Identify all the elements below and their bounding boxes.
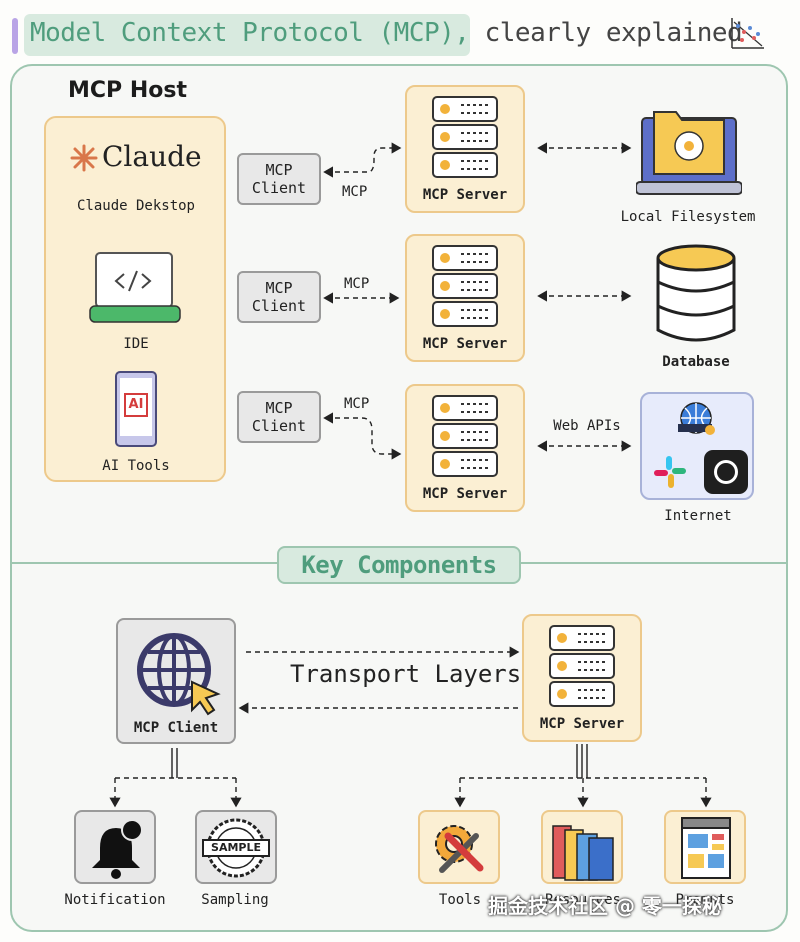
mcp-server-1: MCP Server — [405, 85, 525, 213]
document-icon — [681, 817, 731, 879]
server-label-3: MCP Server — [422, 486, 508, 502]
title-sub: clearly explained — [469, 18, 743, 48]
web-apis-label: Web APIs — [553, 418, 621, 434]
key-components-label: Key Components — [301, 551, 497, 579]
title-highlight — [24, 14, 470, 56]
mcp-client-3: MCP Client — [237, 391, 321, 443]
server-rack-icon — [432, 395, 498, 477]
mcp-server-2: MCP Server — [405, 234, 525, 362]
bell-icon — [92, 819, 143, 879]
mcp-link-label-2: MCP — [344, 276, 370, 292]
web-globe-icon — [678, 402, 715, 435]
sample-stamp-text: SAMPLE — [211, 841, 261, 854]
kc-mcp-server: MCP Server — [522, 614, 642, 742]
internet-caption: Internet — [664, 508, 732, 524]
key-components-heading: Key Components — [277, 546, 521, 584]
prompts-box — [664, 810, 746, 884]
server-label-1: MCP Server — [422, 187, 508, 203]
folder-laptop-icon — [636, 111, 742, 195]
sample-stamp-icon — [202, 818, 270, 878]
database-icon — [656, 244, 736, 342]
resources-box — [541, 810, 623, 884]
title-main: Model Context Protocol (MCP), — [30, 18, 470, 48]
phone-icon — [115, 371, 157, 447]
kc-server-label: MCP Server — [539, 716, 625, 732]
mcp-client-1: MCP Client — [237, 153, 321, 205]
notification-box — [74, 810, 156, 884]
tools-caption: Tools — [438, 892, 482, 908]
server-rack-icon — [549, 625, 615, 707]
kc-mcp-client: MCP Client — [116, 618, 236, 744]
mcp-server-3: MCP Server — [405, 384, 525, 512]
server-rack-icon — [432, 245, 498, 327]
ide-laptop-icon — [89, 252, 181, 323]
tools-box — [418, 810, 500, 884]
prompts-caption: Prompts — [675, 892, 735, 908]
watermark: 掘金技术社区 @ 零一探秘 — [488, 894, 722, 918]
claude-desktop-caption: Claude Dekstop — [76, 198, 195, 214]
host-title: MCP Host — [68, 78, 187, 103]
mcp-link-label-3: MCP — [344, 396, 370, 412]
ide-caption: IDE — [123, 336, 149, 352]
server-label-2: MCP Server — [422, 336, 508, 352]
tools-icon — [435, 825, 484, 873]
transport-layers-label: Transport Layers — [290, 660, 522, 688]
database-caption: Database — [662, 354, 730, 370]
globe-cursor-icon — [137, 633, 221, 716]
server-rack-icon — [432, 96, 498, 178]
scatter-logo-icon — [731, 18, 764, 49]
ai-badge: AI — [128, 397, 144, 412]
sampling-caption: Sampling — [201, 892, 269, 908]
github-icon — [704, 450, 748, 494]
claude-star-icon — [70, 144, 98, 172]
resources-caption: Resources — [545, 892, 621, 908]
sampling-box: SAMPLE — [195, 810, 277, 884]
slack-icon — [654, 456, 686, 488]
claude-logo-text: Claude — [102, 140, 202, 173]
folders-icon — [552, 825, 614, 881]
mcp-link-label-1: MCP — [342, 184, 368, 200]
mcp-client-2: MCP Client — [237, 271, 321, 323]
page-title: Model Context Protocol (MCP), clearly ex… — [30, 18, 743, 48]
kc-client-label: MCP Client — [133, 720, 219, 736]
title-accent-bar — [12, 18, 18, 54]
local-filesystem-caption: Local Filesystem — [620, 209, 756, 225]
ai-tools-caption: AI Tools — [102, 458, 170, 474]
notification-caption: Notification — [64, 892, 166, 908]
